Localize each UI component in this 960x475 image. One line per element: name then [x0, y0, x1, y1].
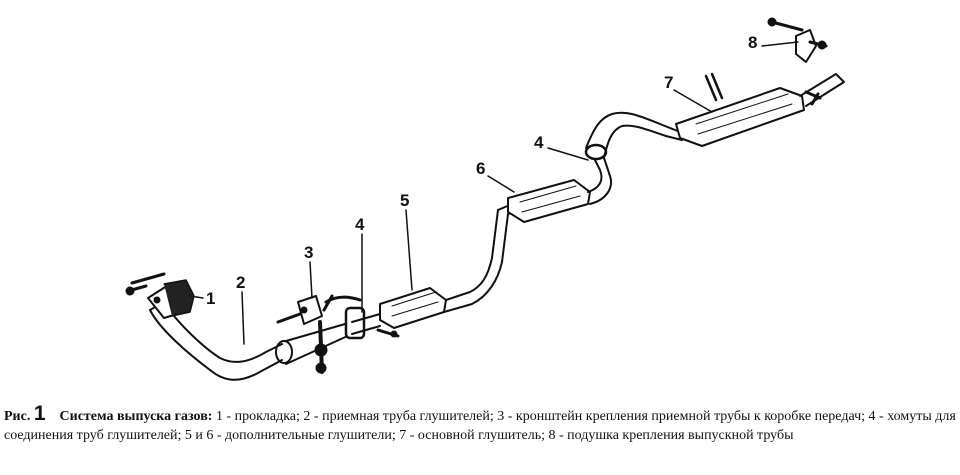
caption-text: 1 - прокладка; 2 - приемная труба глушит…	[4, 409, 956, 443]
rear-pipe	[584, 111, 683, 161]
callout-1: 1	[206, 289, 215, 308]
figure-label: Рис.	[4, 409, 31, 424]
clamp-front	[322, 294, 400, 340]
figure-number: 1	[33, 402, 46, 425]
callout-2: 2	[236, 273, 245, 292]
callout-4-rear: 4	[534, 133, 544, 152]
callout-3: 3	[304, 243, 313, 262]
exhaust-system-diagram: 1 2 3 4 5 6 4 7 8	[125, 17, 845, 381]
main-muffler	[675, 72, 845, 147]
callout-4-front: 4	[355, 215, 365, 234]
resonator-5	[351, 209, 509, 335]
gasket	[125, 272, 195, 319]
callout-5: 5	[400, 191, 409, 210]
figure-caption: Рис. 1 Система выпуска газов: 1 - проклад…	[4, 402, 956, 445]
bracket	[276, 295, 328, 374]
callout-8: 8	[748, 33, 757, 52]
leader-lines	[189, 41, 799, 345]
resonator-6	[497, 149, 612, 223]
caption-title: Система выпуска газов:	[59, 409, 213, 424]
front-pipe	[149, 301, 353, 381]
callout-7: 7	[664, 73, 673, 92]
callout-6: 6	[476, 159, 485, 178]
tail-mount	[767, 17, 828, 63]
